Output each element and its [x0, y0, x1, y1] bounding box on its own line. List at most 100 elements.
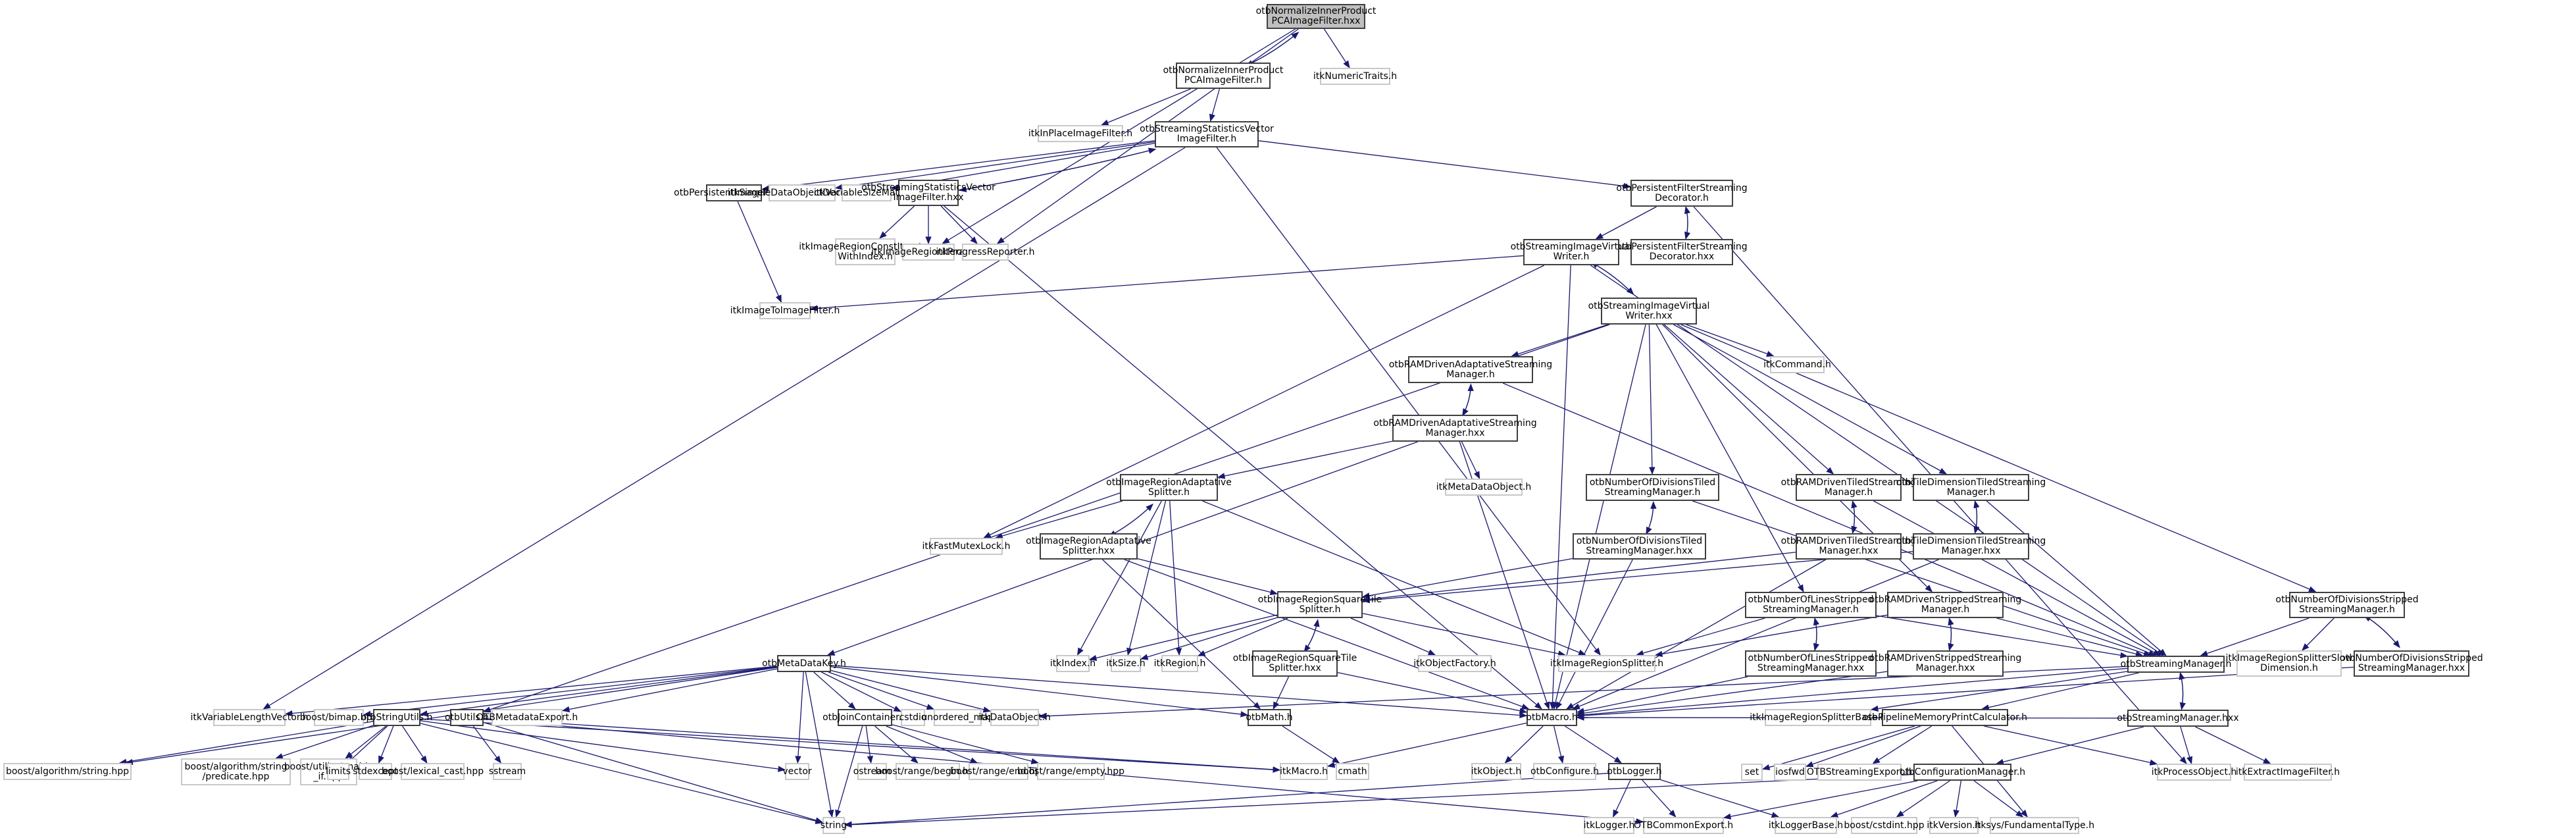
node-regsplitter: itkImageRegionSplitter.h	[1550, 655, 1663, 672]
node-confmgr[interactable]: otbConfigurationManager.h	[1900, 764, 2025, 781]
edge-utils-to-sstream	[472, 725, 501, 764]
node-itkmacro: itkMacro.h	[1280, 763, 1328, 780]
node-numtraits: itkNumericTraits.h	[1313, 68, 1397, 85]
edge-rdss_h-to-sm_h	[1996, 617, 2144, 657]
edge-joincont-to-ostream	[865, 725, 873, 764]
edge-ssvif_h-to-persistimg	[761, 140, 1155, 192]
edge-irsts_hxx-to-otbmacro	[1337, 672, 1528, 714]
node-rdts-h[interactable]: otbRAMDrivenTiledStreaming Manager.h	[1781, 474, 1916, 501]
node-iras-h[interactable]: otbImageRegionAdaptative Splitter.h	[1106, 474, 1232, 501]
edge-logger-to-loggerbase	[1660, 779, 1780, 818]
node-rdas-hxx[interactable]: otbRAMDrivenAdaptativeStreaming Manager.…	[1373, 415, 1537, 442]
node-ssvif-h[interactable]: otbStreamingStatisticsVector ImageFilter…	[1140, 121, 1274, 147]
node-stringutils[interactable]: otbStringUtils.h	[361, 709, 432, 726]
node-region: itkRegion.h	[1154, 655, 1205, 672]
edge-otbmacro-to-itkmacro	[1326, 722, 1527, 768]
edge-confmgr-to-fundtype	[1973, 780, 2024, 818]
edge-nods_h-to-nods_hxx	[2363, 615, 2400, 648]
node-siv-hxx[interactable]: otbStreamingImageVirtual Writer.hxx	[1588, 298, 1709, 325]
node-iras-hxx[interactable]: otbImageRegionAdaptative Splitter.hxx	[1026, 533, 1151, 560]
node-sm-hxx[interactable]: otbStreamingManager.hxx	[2117, 710, 2239, 727]
edge-siv_hxx-to-tdts_h	[1673, 324, 1948, 475]
node-logger[interactable]: otbLogger.h	[1607, 763, 1662, 780]
node-nodt-hxx[interactable]: otbNumberOfDivisionsTiled StreamingManag…	[1573, 533, 1706, 560]
node-rdas-h[interactable]: otbRAMDrivenAdaptativeStreaming Manager.…	[1389, 356, 1552, 383]
edge-metadatakey-to-dataobj	[830, 669, 992, 713]
node-processobj: itkProcessObject.h	[2152, 764, 2236, 781]
node-otbmath[interactable]: otbMath.h	[1246, 709, 1293, 726]
edge-metadatakey-to-joincont	[813, 671, 856, 710]
edge-stringutils-to-itkmacro	[420, 718, 1281, 773]
node-utils[interactable]: otbUtils.h	[445, 709, 489, 726]
edge-iras_h-to-iras_hxx	[1108, 504, 1153, 537]
edge-stringutils-to-string	[420, 723, 824, 824]
node-vector: vector	[782, 763, 812, 780]
node-pmpc[interactable]: otbPipelineMemoryPrintCalculator.h	[1863, 709, 2027, 726]
edge-iras_h-to-size	[1126, 500, 1167, 656]
edge-sm_h-to-otbmacro	[1576, 668, 2128, 718]
node-nods-hxx[interactable]: otbNumberOfDivisionsStripped StreamingMa…	[2340, 650, 2483, 677]
node-metadatakey[interactable]: otbMetaDataKey.h	[762, 655, 846, 672]
node-joincont[interactable]: otbJoinContainer.h	[822, 709, 907, 726]
node-rdts-hxx[interactable]: otbRAMDrivenTiledStreaming Manager.hxx	[1781, 533, 1916, 560]
edge-nols_hxx-to-otbmacro	[1576, 676, 1748, 714]
node-siv-h[interactable]: otbStreamingImageVirtual Writer.h	[1511, 239, 1632, 265]
edge-nodt_hxx-to-irsts_h	[1361, 558, 1573, 599]
node-unordmap: unordered_map	[921, 709, 994, 726]
node-loggerbase: itkLoggerBase.h	[1769, 817, 1843, 834]
node-dataobj: itkDataObject.h	[978, 709, 1051, 726]
edge-nipca_h-to-ssvif_h	[1209, 88, 1221, 122]
edge-iras_hxx-to-otbmath	[1102, 559, 1261, 710]
edge-logger-to-itklogger	[1613, 779, 1631, 818]
edge-joincont-to-rempty	[892, 724, 1040, 764]
node-nipca-h[interactable]: otbNormalizeInnerProduct PCAImageFilter.…	[1163, 63, 1283, 89]
edge-otbmath-to-cmath	[1282, 725, 1340, 764]
edge-root-to-progress	[996, 28, 1299, 244]
node-irsts-h[interactable]: otbImageRegionSquareTile Splitter.h	[1258, 591, 1382, 618]
node-lexcast: boost/lexical_cast.hpp	[382, 763, 484, 780]
node-nols-h[interactable]: otbNumberOfLinesStripped StreamingManage…	[1745, 592, 1877, 618]
edge-rdas_h-to-sm_h	[1502, 382, 2156, 656]
node-pfsd-h[interactable]: otbPersistentFilterStreaming Decorator.h	[1616, 180, 1748, 207]
node-regconstiter: itkImageRegionConstIterator WithIndex.h	[799, 238, 932, 265]
node-rdss-h[interactable]: otbRAMDrivenStrippedStreaming Manager.h	[1869, 592, 2021, 618]
node-nols-hxx[interactable]: otbNumberOfLinesStripped StreamingManage…	[1745, 650, 1877, 677]
edge-siv_h-to-siv_hxx	[1590, 261, 1634, 296]
node-ssvif-hxx[interactable]: otbStreamingStatisticsVector ImageFilter…	[861, 180, 996, 206]
edge-nods_h-to-sm_h	[2200, 617, 2310, 656]
node-sm-h[interactable]: otbStreamingManager.h	[2121, 656, 2231, 673]
edge-irsts_h-to-regsplitter	[1362, 613, 1566, 657]
edge-siv_hxx-to-siv_h	[1590, 261, 1634, 295]
edge-siv_hxx-to-nodt_h	[1648, 324, 1655, 475]
edge-nodt_hxx-to-nodt_h	[1646, 501, 1657, 535]
edge-rdas_hxx-to-metadataobj	[1461, 441, 1480, 480]
edge-pfsd_hxx-to-pfsd_h	[1684, 205, 1691, 240]
node-commonexport: OTBCommonExport.h	[1634, 817, 1733, 834]
edge-pmpc-to-streamexport	[1872, 725, 1932, 764]
edge-metadatakey-to-bimap	[363, 666, 778, 718]
edge-confmgr-to-commonexport	[1723, 780, 1918, 820]
node-nods-h[interactable]: otbNumberOfDivisionsStripped StreamingMa…	[2275, 592, 2419, 618]
node-irsts-hxx[interactable]: otbImageRegionSquareTile Splitter.hxx	[1233, 650, 1357, 677]
node-pfsd-hxx[interactable]: otbPersistentFilterStreaming Decorator.h…	[1616, 239, 1748, 265]
node-rdss-hxx[interactable]: otbRAMDrivenStrippedStreaming Manager.hx…	[1869, 650, 2021, 677]
node-streamexport: OTBStreamingExport.h	[1807, 764, 1912, 781]
node-tdts-hxx[interactable]: otbTileDimensionTiledStreaming Manager.h…	[1896, 533, 2046, 560]
node-otbmacro[interactable]: otbMacro.h	[1526, 709, 1578, 726]
edge-siv_hxx-to-rdts_h	[1663, 324, 1834, 475]
edge-siv_h-to-img2img	[809, 255, 1524, 311]
edge-stringutils-to-predicate	[275, 725, 374, 760]
edge-stringutils-to-limits	[347, 725, 388, 764]
node-algstring: boost/algorithm/string.hpp	[3, 763, 132, 780]
edge-nols_hxx-to-nols_h	[1813, 617, 1820, 651]
edge-stringutils-to-stdexcept	[378, 725, 394, 764]
node-tdts-h[interactable]: otbTileDimensionTiledStreaming Manager.h	[1896, 474, 2046, 501]
edge-siv_h-to-fastmutex	[983, 265, 1545, 538]
node-ostream: ostream	[853, 763, 891, 780]
edge-metadatakey-to-varlenvec	[284, 666, 778, 717]
node-index: itkIndex.h	[1050, 655, 1096, 672]
edge-pfsd_h-to-siv_h	[1595, 206, 1657, 240]
edge-rdss_h-to-regsplitter	[1654, 614, 1888, 658]
node-nodt-h[interactable]: otbNumberOfDivisionsTiled StreamingManag…	[1586, 474, 1719, 501]
edge-ssvif_h-to-pfsd_h	[1258, 140, 1632, 190]
